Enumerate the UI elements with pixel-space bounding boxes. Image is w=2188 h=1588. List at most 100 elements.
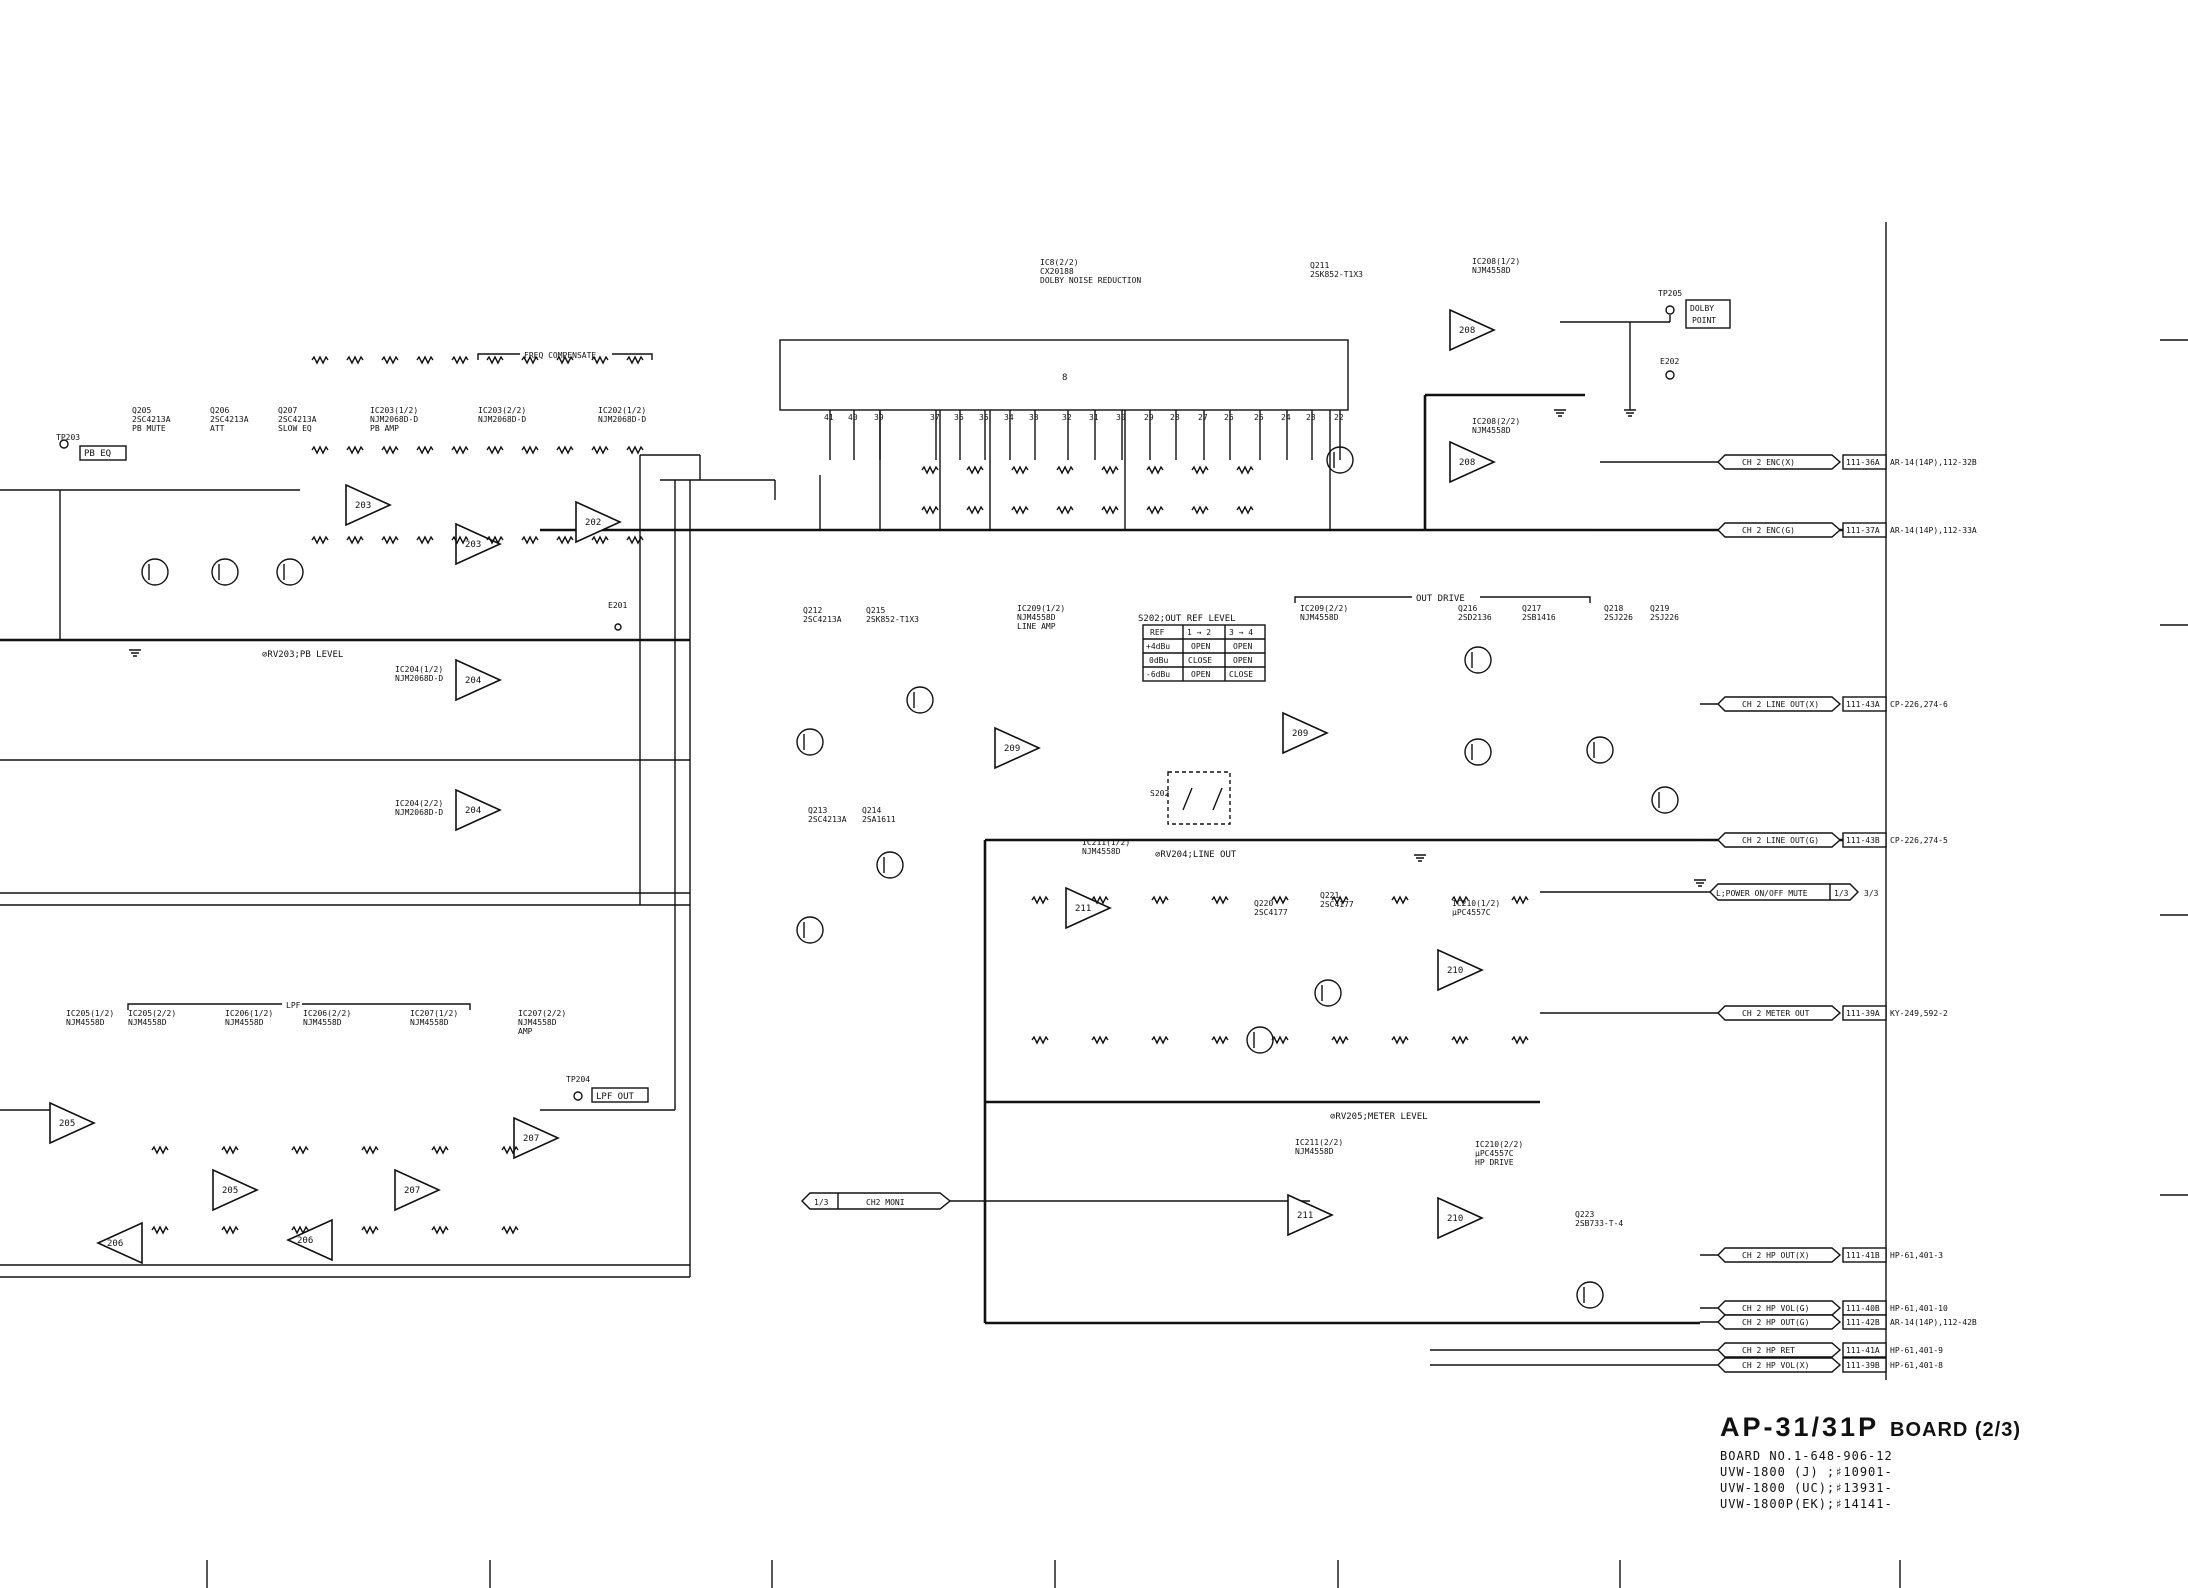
lpf-out-label: LPF OUT	[596, 1092, 635, 1102]
ic203b-header-text: IC203(2/2)	[478, 406, 526, 415]
opamp-triangle	[1437, 1196, 1484, 1240]
title-block: AP-31/31P BOARD (2/3) BOARD NO.1-648-906…	[1720, 1412, 2020, 1511]
q207-header-text: Q207	[278, 406, 297, 415]
resistor-symbol	[291, 1145, 309, 1155]
opamp-triangle	[994, 726, 1041, 770]
ic210b-header-text: μPC4557C	[1475, 1149, 1514, 1158]
q211-header-text: 2SK852-T1X3	[1310, 270, 1363, 279]
opamp-triangle	[513, 1116, 560, 1160]
pb-eq-label: PB EQ	[84, 449, 111, 459]
s202-r3-ref: -6dBu	[1146, 670, 1170, 679]
ic209a-header-text: IC209(1/2)	[1017, 604, 1065, 613]
resistor-symbol	[451, 355, 469, 365]
ic8-pin-number: 36	[954, 413, 964, 422]
resistor-symbol	[1331, 1035, 1349, 1045]
resistor-symbol	[1211, 1035, 1229, 1045]
resistor-symbol	[381, 355, 399, 365]
ic8-body-label: 8	[1062, 373, 1067, 383]
ic209a-header-text: NJM4558D	[1017, 613, 1056, 622]
rv205-label: ⊘RV205;METER LEVEL	[1330, 1112, 1428, 1122]
s202-r3-34: CLOSE	[1229, 670, 1253, 679]
ic203b-header-text: NJM2068D-D	[478, 415, 526, 424]
resistor-symbol	[151, 1225, 169, 1235]
transistor-symbol	[1586, 736, 1614, 764]
opamp-number: 205	[222, 1186, 238, 1196]
rv203-label: ⊘RV203;PB LEVEL	[262, 650, 343, 660]
output-flag	[1717, 696, 1842, 712]
output-conn: 111-40B	[1846, 1304, 1880, 1313]
output-conn: 111-41A	[1846, 1346, 1880, 1355]
resistor-symbol	[521, 445, 539, 455]
resistor-symbol	[431, 1225, 449, 1235]
board-line-3: UVW-1800 (UC);♯13931-	[1720, 1481, 1893, 1495]
s202-head-12: 1 → 2	[1187, 628, 1211, 637]
resistor-symbol	[966, 465, 984, 475]
tp205-label: TP205	[1658, 289, 1682, 298]
output-signal: CH 2 ENC(G)	[1742, 526, 1795, 535]
flag-pb-eq: PB EQ TP203	[56, 433, 127, 461]
resistor-symbol	[521, 535, 539, 545]
output-flag	[1717, 1005, 1842, 1021]
ic211a-header-text: NJM4558D	[1082, 847, 1121, 856]
resistor-symbol	[346, 445, 364, 455]
transistor-symbol	[1464, 646, 1492, 674]
output-connector-box	[1842, 1247, 1887, 1263]
opamp-triangle	[345, 483, 392, 527]
q221-header-text: Q221	[1320, 891, 1339, 900]
ch2-moni-label: CH2 MONI	[866, 1198, 905, 1207]
point-label: POINT	[1692, 316, 1716, 325]
output-signal: CH 2 HP OUT(G)	[1742, 1318, 1809, 1327]
transistor-symbol	[796, 916, 824, 944]
output-conn: 111-43A	[1846, 700, 1880, 709]
resistor-symbol	[1211, 895, 1229, 905]
resistor-symbol	[291, 1225, 309, 1235]
ic210a-header-text: μPC4557C	[1452, 908, 1491, 917]
opamp-number: 207	[523, 1134, 539, 1144]
ic209b-header-text: IC209(2/2)	[1300, 604, 1348, 613]
resistor-symbol	[1011, 505, 1029, 515]
board-line-4: UVW-1800P(EK);♯14141-	[1720, 1497, 1893, 1511]
q216-header-text: Q216	[1458, 604, 1477, 613]
ic205-header-text: IC205(1/2)	[66, 1009, 114, 1018]
resistor-symbol	[556, 445, 574, 455]
ic8-header-text: DOLBY NOISE REDUCTION	[1040, 276, 1141, 285]
s202-head-34: 3 → 4	[1229, 628, 1253, 637]
resistor-symbol	[361, 1145, 379, 1155]
ic204b-header-text: IC204(2/2)	[395, 799, 443, 808]
output-conn: 111-41B	[1846, 1251, 1880, 1260]
q205-header-text: 2SC4213A	[132, 415, 171, 424]
resistor-symbol	[221, 1225, 239, 1235]
resistor-symbol	[451, 445, 469, 455]
tp204-label: TP204	[566, 1075, 590, 1084]
resistor-symbol	[1451, 1035, 1469, 1045]
rv204-label: ⊘RV204;LINE OUT	[1155, 850, 1237, 860]
resistor-symbol	[556, 535, 574, 545]
transistor-symbol	[1576, 1281, 1604, 1309]
ic207a-header-text: IC207(1/2)	[410, 1009, 458, 1018]
ic8-pin-number: 27	[1198, 413, 1208, 422]
board-line-1: BOARD NO.1-648-906-12	[1720, 1449, 1893, 1463]
resistor-symbol	[501, 1145, 519, 1155]
resistor-symbol	[1146, 505, 1164, 515]
opamp-number: 205	[59, 1119, 75, 1129]
s202-title: S202;OUT REF LEVEL	[1138, 614, 1236, 624]
output-dest: HP-61,401-9	[1890, 1346, 1943, 1355]
ic207b-header-text: AMP	[518, 1027, 533, 1036]
output-conn: 111-39B	[1846, 1361, 1880, 1370]
ic206a-header-text: NJM4558D	[225, 1018, 264, 1027]
transistor-symbol	[1651, 786, 1679, 814]
ic204b-header-text: NJM2068D-D	[395, 808, 443, 817]
ic8-pin-number: 39	[874, 413, 884, 422]
output-conn: 111-39A	[1846, 1009, 1880, 1018]
resistor-symbol	[1236, 505, 1254, 515]
lpf-label: LPF	[286, 1001, 301, 1010]
resistor-symbol	[501, 1225, 519, 1235]
left-traces	[0, 410, 1331, 1278]
q215-header-text: 2SK852-T1X3	[866, 615, 919, 624]
opamp-number: 209	[1292, 729, 1308, 739]
q220-header-text: Q220	[1254, 899, 1273, 908]
resistor-symbol	[1146, 465, 1164, 475]
